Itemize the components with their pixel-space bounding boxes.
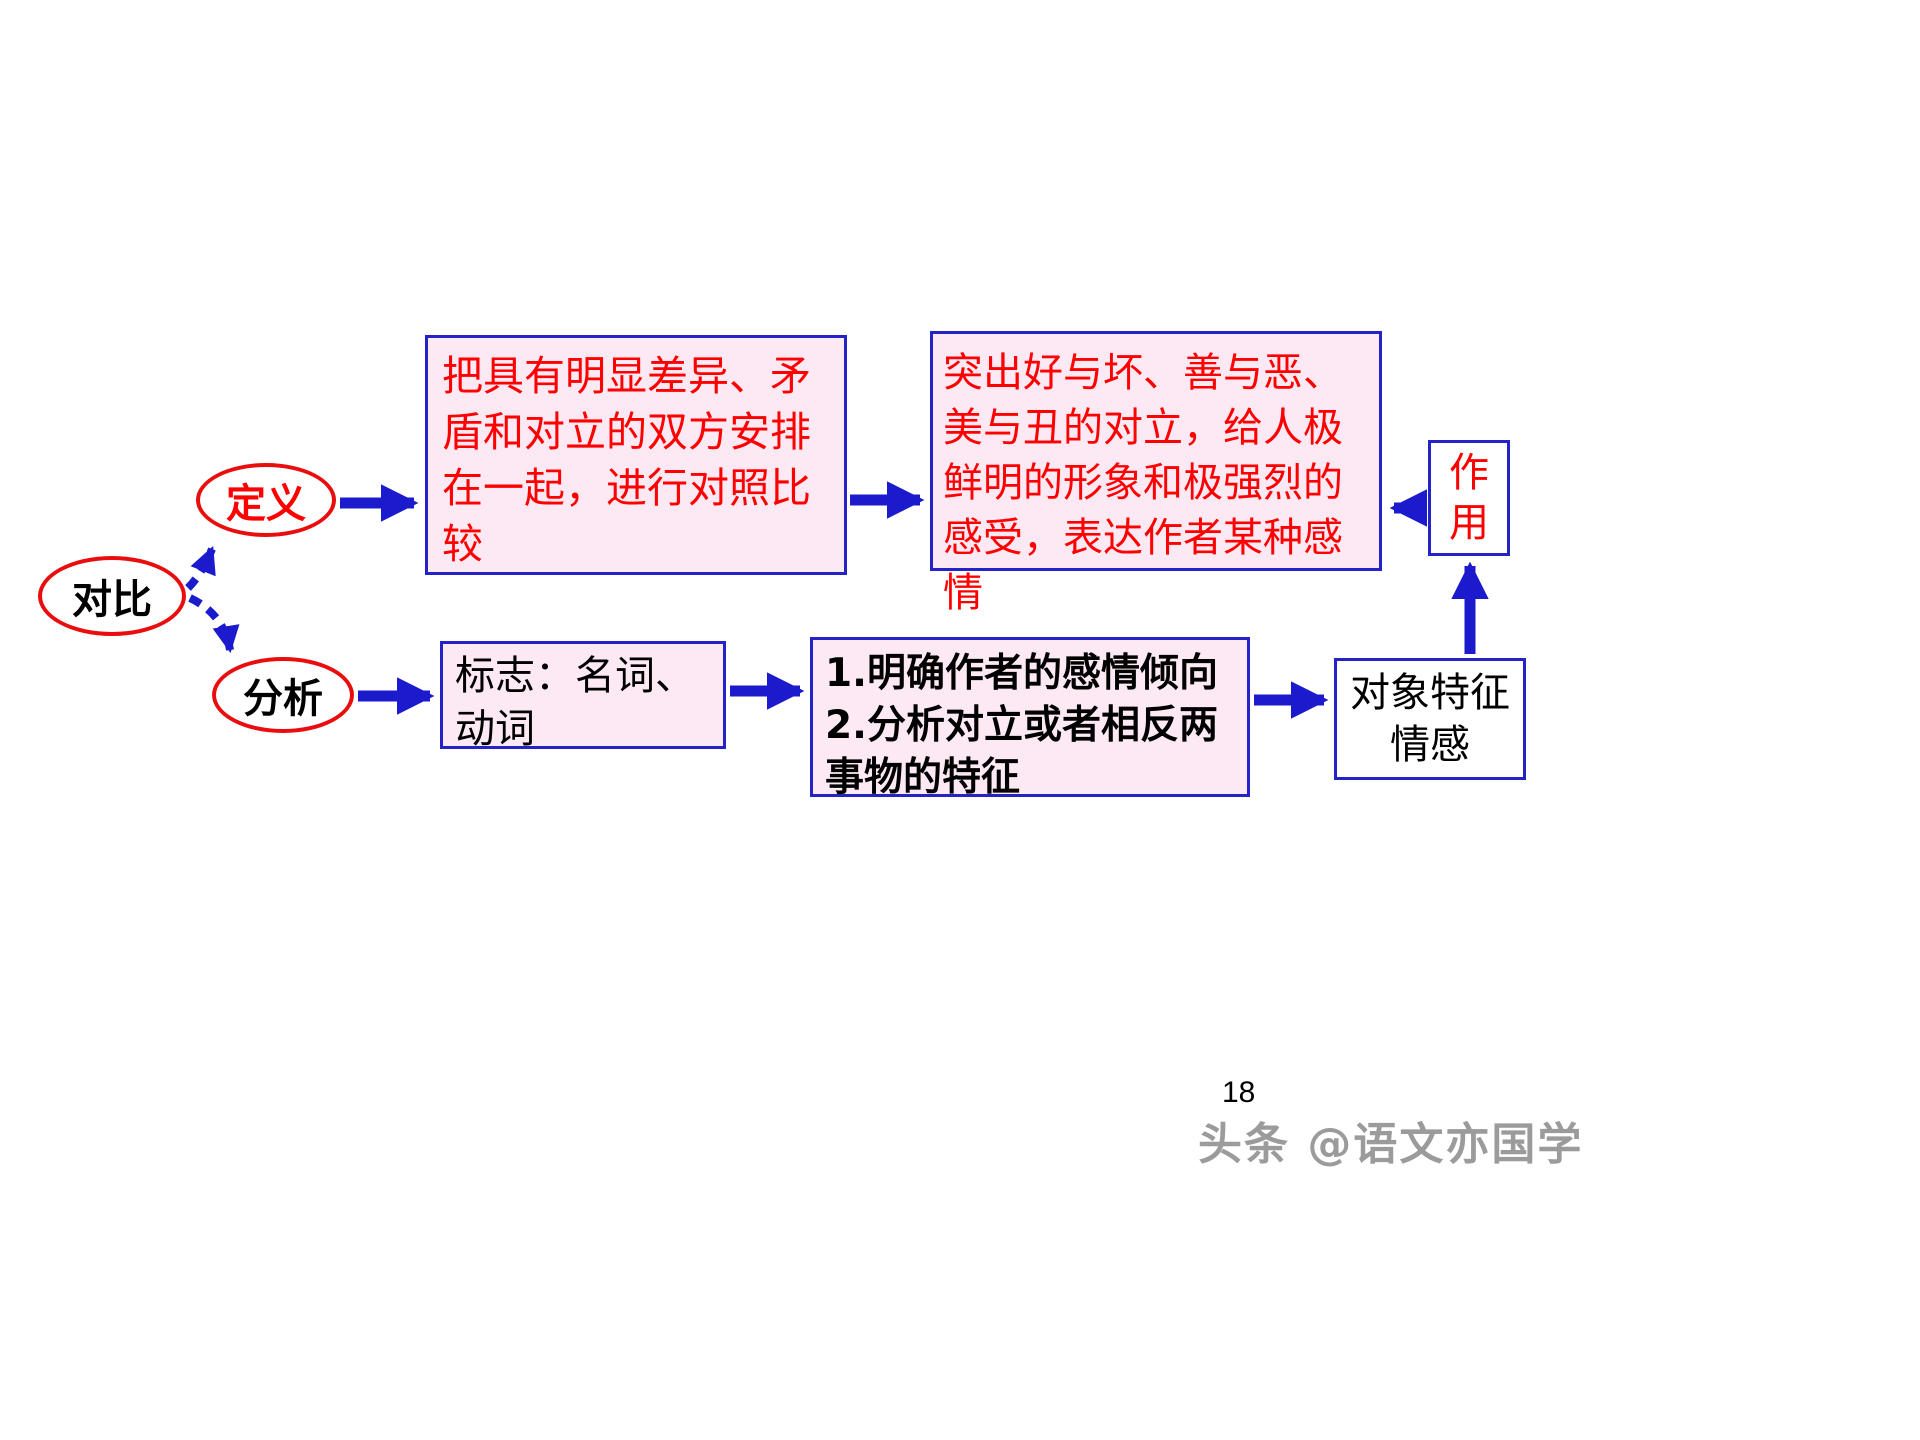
node-definition-label: 定义 — [226, 481, 306, 527]
object-feature-label: 对象特征 情感 — [1350, 670, 1510, 768]
dotted-arrow-root-to-definition — [185, 546, 216, 591]
effect-description-text: 突出好与坏、善与恶、美与丑的对立，给人极鲜明的形象和极强烈的感受，表达作者某种感… — [943, 350, 1343, 616]
marker-text: 标志：名词、动词 — [455, 653, 695, 752]
box-effect-description: 突出好与坏、善与恶、美与丑的对立，给人极鲜明的形象和极强烈的感受，表达作者某种感… — [930, 331, 1382, 616]
analysis-step-item: 2.分析对立或者相反两事物的特征 — [825, 703, 1218, 800]
node-contrast-label: 对比 — [72, 577, 152, 623]
box-function: 作 用 — [1428, 440, 1510, 556]
box-object-feature: 对象特征 情感 — [1334, 658, 1526, 780]
function-label: 作 用 — [1449, 450, 1489, 546]
page-number: 18 — [1222, 1076, 1256, 1109]
analysis-step-item: 1.明确作者的感情倾向 — [825, 651, 1218, 696]
dotted-arrow-root-to-analysis — [188, 594, 240, 654]
watermark: 头条 @语文亦国学 — [1198, 1119, 1584, 1170]
definition-description-text: 把具有明显差异、矛盾和对立的双方安排在一起，进行对照比较 — [442, 352, 811, 568]
node-definition: 定义 — [196, 463, 336, 537]
node-analysis: 分析 — [212, 657, 354, 733]
box-analysis-steps: 1.明确作者的感情倾向 2.分析对立或者相反两事物的特征 — [810, 637, 1250, 800]
node-analysis-label: 分析 — [243, 676, 323, 722]
node-contrast: 对比 — [38, 556, 186, 636]
box-definition-description: 把具有明显差异、矛盾和对立的双方安排在一起，进行对照比较 — [425, 335, 847, 575]
box-marker: 标志：名词、动词 — [440, 641, 726, 752]
